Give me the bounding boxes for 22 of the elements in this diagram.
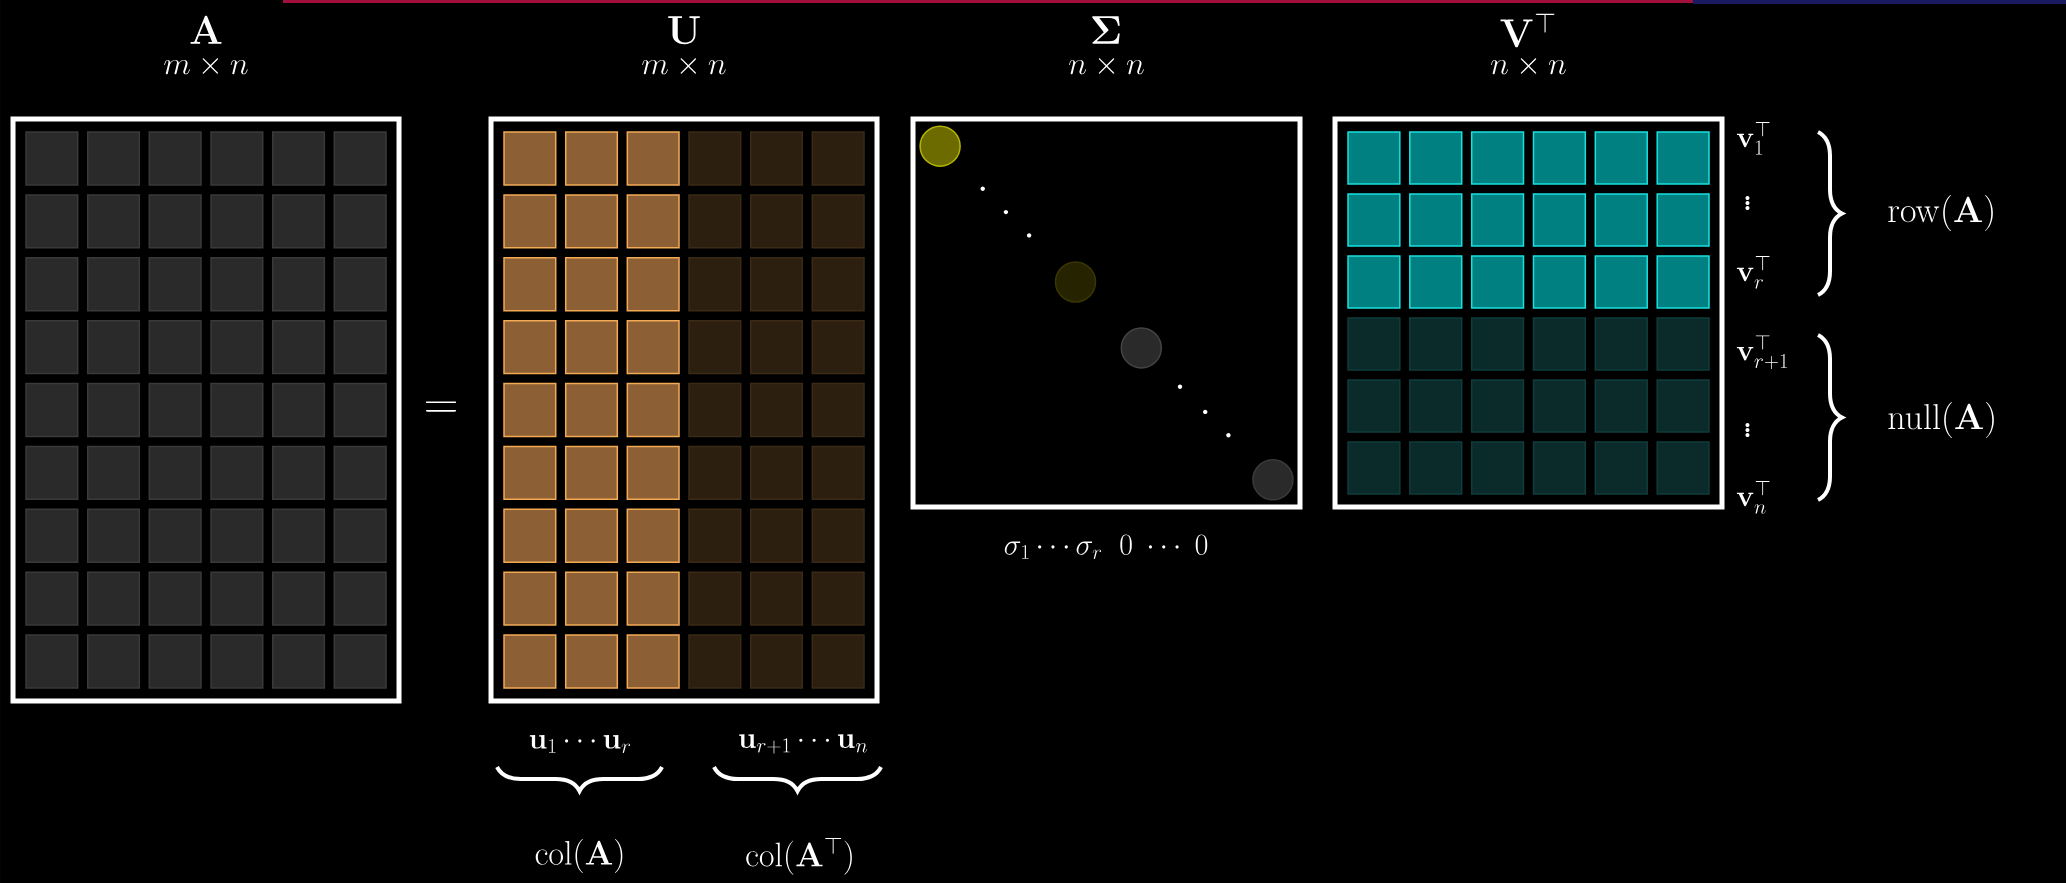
matrix-title: $\mathbf{\Sigma}$: [1092, 16, 1120, 44]
vector-label: $\mathbf{v}_{r+1}^\top$: [1736, 335, 1787, 370]
equals-sign: $=$: [425, 401, 457, 412]
vector-label: $\mathbf{v}_1^\top$: [1736, 122, 1770, 155]
matrix-title: $\mathbf{U}$: [668, 16, 700, 45]
vector-label: $\mathbf{v}_r^\top$: [1736, 256, 1770, 289]
matrix-title: $\mathbf{A}$: [190, 15, 222, 44]
matrix-size: $m \times n$: [642, 58, 726, 75]
subspace-label: $\mathrm{col}(\mathbf{A}^\top)$: [746, 837, 852, 875]
vector-label: $\mathbf{v}_n^\top$: [1736, 481, 1770, 514]
subspace-label: $\mathrm{null}(\mathbf{A})$: [1888, 402, 1994, 438]
vector-label: $\mathbf{u}_{r+1} \cdots \mathbf{u}_n$: [739, 734, 868, 754]
matrix-size: $n \times n$: [1491, 58, 1566, 75]
matrix-size: $n \times n$: [1069, 58, 1144, 75]
subspace-label: $\mathrm{col}(\mathbf{A})$: [535, 839, 623, 873]
matrix-size: $m \times n$: [164, 58, 248, 75]
diagonal-label: $\sigma_1 \cdots \sigma_r \;\; 0 \;\cdots\; 0$: [1004, 534, 1208, 560]
subspace-label: $\mathrm{row}(\mathbf{A})$: [1888, 195, 1993, 231]
dots: $\vdots$: [1745, 196, 1750, 211]
dots: $\vdots$: [1745, 423, 1750, 438]
vector-label: $\mathbf{u}_1 \cdots \mathbf{u}_r$: [529, 734, 631, 754]
matrix-title: $\mathbf{V}^\top$: [1500, 13, 1555, 48]
